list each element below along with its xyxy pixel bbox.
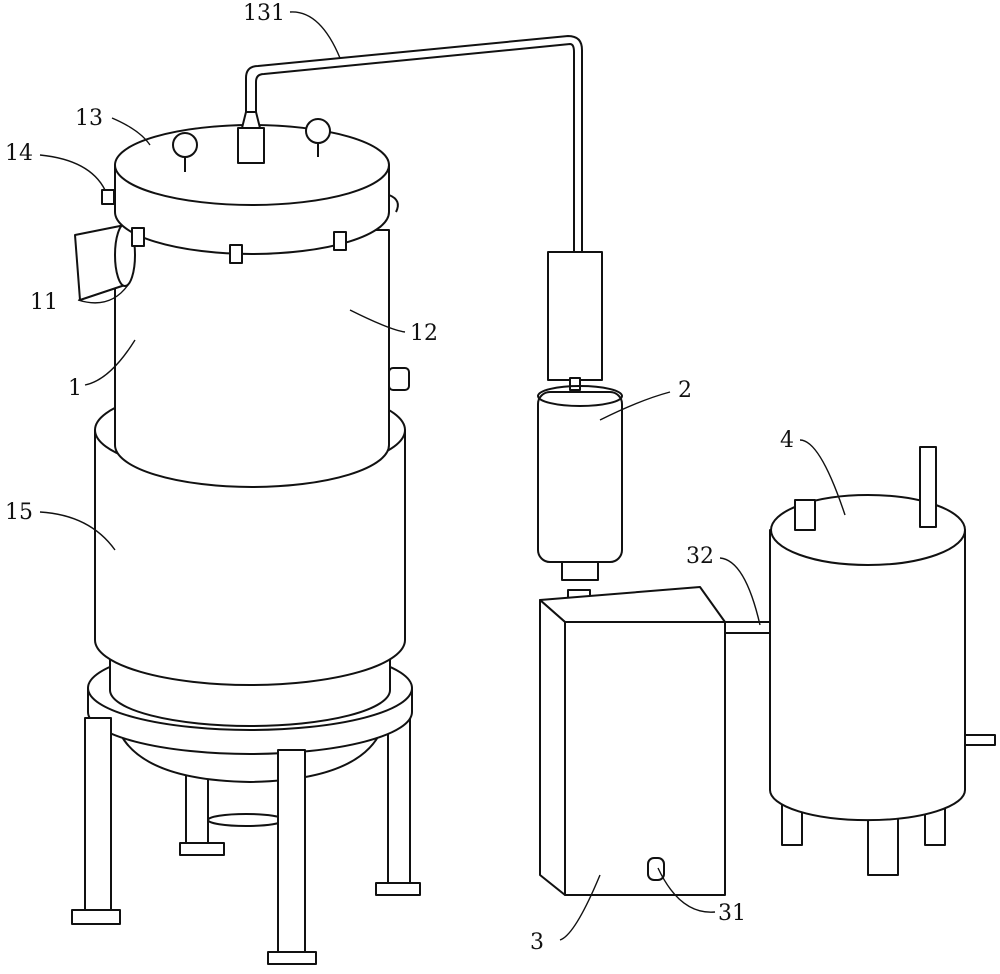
tank-4 xyxy=(770,447,995,875)
label-15: 15 xyxy=(5,502,33,524)
label-14: 14 xyxy=(5,143,33,165)
body-12 xyxy=(115,230,409,487)
tank-3 xyxy=(540,587,770,895)
label-32: 32 xyxy=(686,546,714,568)
label-11: 11 xyxy=(30,292,58,314)
label-3: 3 xyxy=(530,932,544,954)
label-13: 13 xyxy=(75,108,103,130)
condenser-2 xyxy=(538,252,622,612)
label-1: 1 xyxy=(68,378,82,400)
lid-13 xyxy=(115,112,398,254)
label-131: 131 xyxy=(243,3,285,25)
label-2: 2 xyxy=(678,380,692,402)
label-31: 31 xyxy=(718,903,746,925)
label-4: 4 xyxy=(780,430,794,452)
label-12: 12 xyxy=(410,323,438,345)
